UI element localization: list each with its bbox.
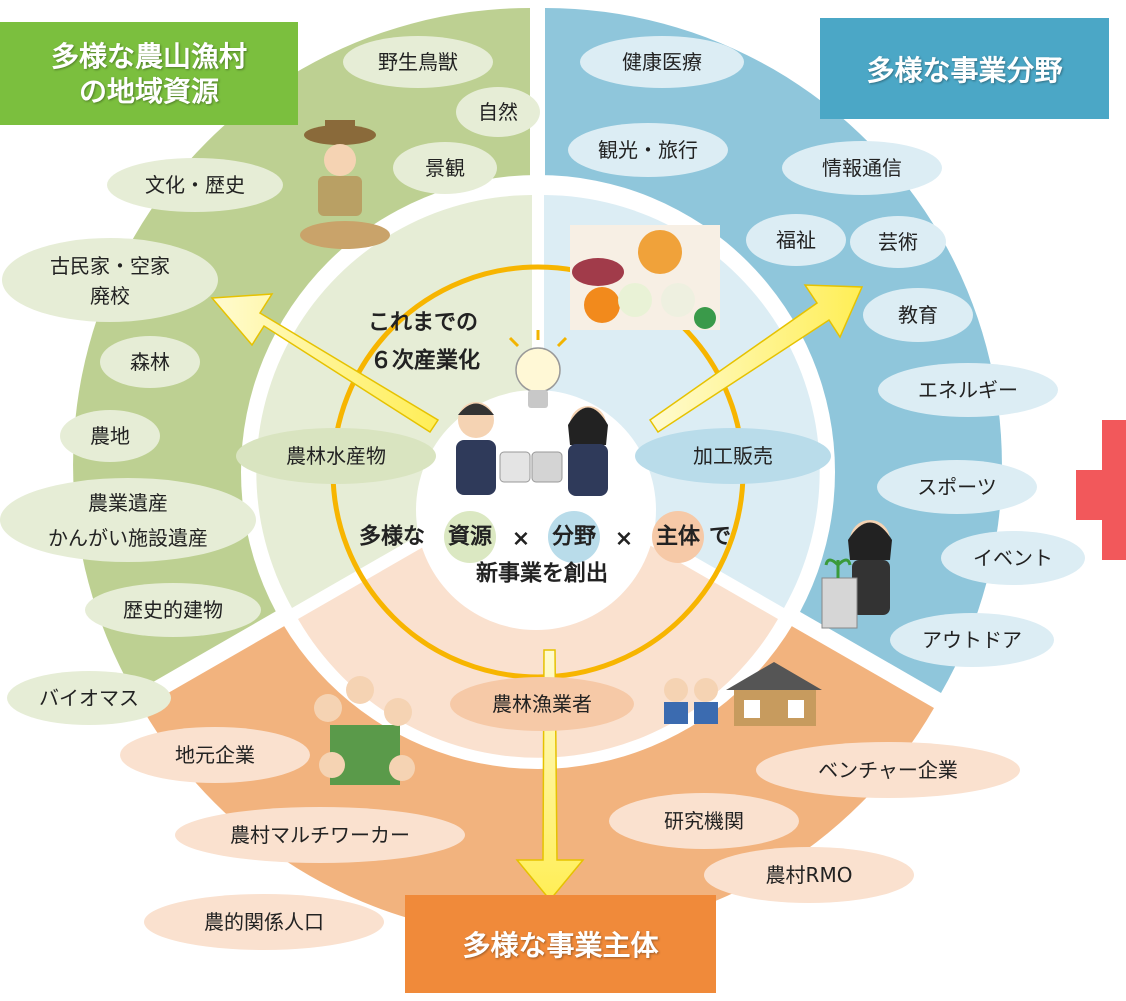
- pill-local-companies: [120, 727, 310, 783]
- pill-rmo: [704, 847, 914, 903]
- label-processing-sales: 加工販売: [693, 444, 773, 468]
- pill-venture: [756, 742, 1020, 798]
- arrow-to-resources: [210, 293, 440, 434]
- pill-forest: [100, 336, 200, 388]
- label-rmo: 農村RMO: [766, 863, 853, 887]
- resources-title: 多様な農山漁村 の地域資源: [0, 22, 298, 125]
- label-ict: 情報通信: [822, 156, 902, 180]
- pill-nature: [456, 87, 540, 137]
- pill-multi-worker: [175, 807, 465, 863]
- label-wild-animals: 野生鳥獣: [378, 50, 458, 74]
- tagline-line2: 新事業を創出: [476, 561, 608, 587]
- pill-wild-animals: [343, 36, 493, 88]
- lightbulb-icon: [508, 330, 568, 408]
- pill-education: [863, 288, 973, 342]
- pill-processing-sales: [635, 428, 831, 484]
- pill-arts: [850, 216, 946, 268]
- tagline-field: 分野: [552, 525, 596, 550]
- actors-title-text: 多様な事業主体: [462, 929, 659, 962]
- past-label-line1: これまでの: [368, 311, 478, 336]
- label-venture: ベンチャー企業: [818, 758, 958, 782]
- explorer-illustration: [300, 120, 390, 249]
- label-agri-products: 農林水産物: [286, 444, 386, 468]
- center-circle: [416, 390, 656, 630]
- pill-agri-products: [236, 428, 436, 484]
- pill-old-house: [2, 238, 218, 322]
- farmers-house-illustration: [664, 662, 822, 726]
- pill-culture-history: [107, 158, 283, 212]
- label-research: 研究機関: [664, 809, 744, 833]
- label-arts: 芸術: [878, 230, 918, 254]
- pill-related-population: [144, 894, 384, 950]
- label-tourism: 観光・旅行: [598, 138, 698, 162]
- label-related-population: 農的関係人口: [204, 910, 324, 934]
- pill-tourism: [568, 123, 728, 177]
- pill-health: [580, 36, 744, 88]
- pill-energy: [878, 363, 1058, 417]
- pill-outdoor: [890, 613, 1054, 667]
- label-health: 健康医療: [622, 50, 702, 74]
- label-outdoor: アウトドア: [922, 628, 1022, 652]
- label-energy: エネルギー: [918, 378, 1018, 402]
- label-farmland: 農地: [90, 424, 130, 448]
- past-label-line2: ６次産業化: [370, 348, 480, 374]
- label-forest: 森林: [130, 350, 170, 374]
- pill-biomass: [7, 671, 171, 725]
- label-culture-history: 文化・歴史: [145, 173, 245, 197]
- label-scenery: 景観: [425, 156, 465, 180]
- pill-research: [609, 793, 799, 849]
- tagline-x1: ×: [512, 527, 530, 552]
- handshake-illustration: [456, 402, 608, 496]
- label-old-house-1: 古民家・空家: [50, 254, 170, 278]
- label-events: イベント: [973, 546, 1053, 570]
- actor-highlight: [652, 511, 704, 563]
- label-heritage-1: 農業遺産: [88, 491, 168, 515]
- label-education: 教育: [898, 303, 938, 327]
- label-nature: 自然: [478, 100, 518, 124]
- pill-farmland: [60, 410, 160, 462]
- label-welfare: 福祉: [776, 228, 816, 252]
- next-step-arrow: [1076, 420, 1126, 560]
- pill-heritage: [0, 478, 256, 562]
- tagline-actor: 主体: [656, 525, 701, 550]
- tagline-x2: ×: [615, 527, 633, 552]
- resources-title-line2: の地域資源: [78, 74, 219, 108]
- label-biomass: バイオマス: [39, 686, 139, 710]
- fields-title-text: 多様な事業分野: [866, 53, 1063, 87]
- pill-historic-buildings: [85, 583, 261, 637]
- label-multi-worker: 農村マルチワーカー: [230, 823, 410, 847]
- label-old-house-2: 廃校: [90, 284, 130, 308]
- pill-ict: [782, 141, 942, 195]
- fields-title: 多様な事業分野: [820, 18, 1109, 119]
- businesswoman-illustration: [821, 520, 892, 629]
- field-highlight: [548, 511, 600, 563]
- pill-events: [941, 531, 1085, 585]
- tagline-a: 多様な: [359, 524, 425, 550]
- pill-welfare: [746, 214, 846, 266]
- pill-sports: [877, 460, 1037, 514]
- actors-title: 多様な事業主体: [405, 895, 716, 993]
- arrow-to-fields: [648, 284, 864, 434]
- label-farmers: 農林漁業者: [492, 692, 592, 716]
- tagline-de: で: [709, 525, 731, 550]
- tagline-resource: 資源: [448, 524, 492, 550]
- meeting-illustration: [314, 676, 415, 785]
- produce-photo: [570, 225, 720, 330]
- label-historic-buildings: 歴史的建物: [123, 598, 223, 622]
- pill-scenery: [393, 142, 497, 194]
- resource-highlight: [444, 511, 496, 563]
- label-local-companies: 地元企業: [175, 743, 255, 767]
- label-heritage-2: かんがい施設遺産: [48, 526, 208, 550]
- label-sports: スポーツ: [917, 475, 997, 499]
- resources-title-line1: 多様な農山漁村: [50, 39, 247, 73]
- pill-farmers: [450, 677, 634, 731]
